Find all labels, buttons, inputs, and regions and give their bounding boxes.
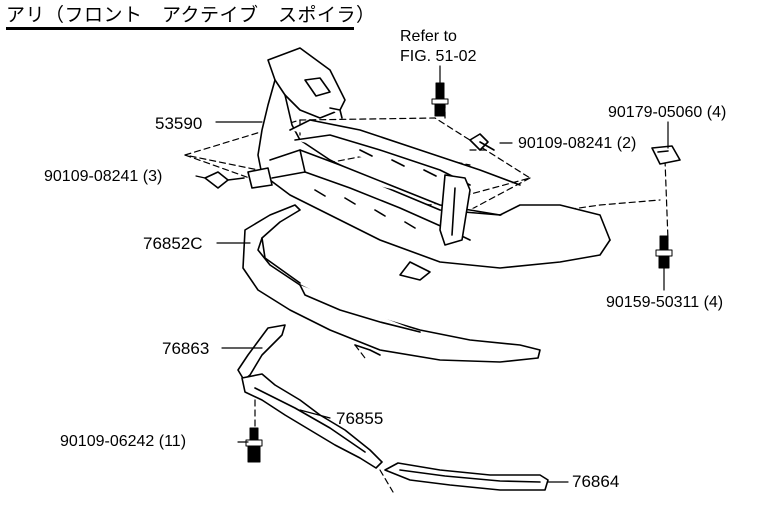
bracket-76863 <box>237 324 286 381</box>
clip-nut-icon-f3 <box>651 145 681 165</box>
label-90109-08241-2: 90109-08241 (2) <box>518 135 637 152</box>
label-90109-06242-11: 90109-06242 (11) <box>60 433 187 450</box>
absorber-53590 <box>247 47 611 281</box>
refer-text-line2: FIG. 51-02 <box>400 48 477 65</box>
cover-76864 <box>384 462 549 491</box>
bolt-icon-refer <box>431 82 449 117</box>
title-underline <box>6 27 354 30</box>
label-76855: 76855 <box>336 409 384 428</box>
bolt-icon-f2 <box>469 133 495 151</box>
label-76863: 76863 <box>162 339 210 358</box>
label-90109-08241-3: 90109-08241 (3) <box>44 168 163 185</box>
label-90179-05060-4: 90179-05060 (4) <box>608 104 727 121</box>
label-76852c: 76852C <box>143 234 203 253</box>
spoiler-76852c <box>242 204 541 363</box>
leader-lines <box>195 65 669 483</box>
label-76864: 76864 <box>572 472 620 491</box>
cover-76855 <box>241 373 383 469</box>
bolt-icon-f1 <box>204 171 245 189</box>
label-90159-50311-4: 90159-50311 (4) <box>606 294 724 311</box>
diagram-title: アリ（フロント アクテイブ スポイラ） <box>6 4 376 26</box>
refer-text-line1: Refer to <box>400 28 457 45</box>
bolt-icon-f5 <box>245 427 263 463</box>
bolt-icon-f4 <box>655 235 673 269</box>
label-53590: 53590 <box>155 114 203 133</box>
